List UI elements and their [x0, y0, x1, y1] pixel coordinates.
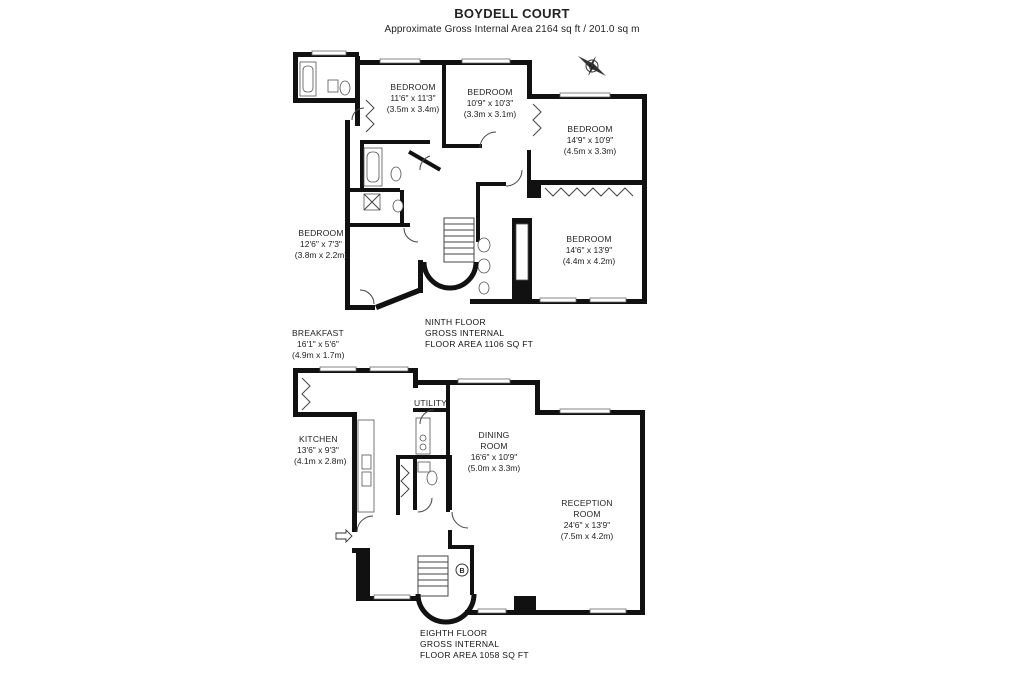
svg-text:(3.5m x 3.4m): (3.5m x 3.4m)	[387, 104, 440, 114]
svg-text:(3.8m x 2.2m): (3.8m x 2.2m)	[295, 250, 348, 260]
svg-text:13'6" x 9'3": 13'6" x 9'3"	[297, 445, 339, 455]
svg-text:BREAKFAST: BREAKFAST	[292, 328, 344, 338]
svg-text:NINTH FLOOR: NINTH FLOOR	[425, 317, 486, 327]
svg-text:16'1" x 5'6": 16'1" x 5'6"	[297, 339, 339, 349]
svg-text:KITCHEN: KITCHEN	[299, 434, 338, 444]
entrance-arrow-icon	[335, 528, 353, 544]
compass-rose-icon: N	[578, 56, 606, 76]
svg-text:12'6" x 7'3": 12'6" x 7'3"	[300, 239, 342, 249]
svg-text:ROOM: ROOM	[573, 509, 600, 519]
svg-text:UTILITY: UTILITY	[414, 398, 447, 408]
ninth-floor-caption: NINTH FLOOR GROSS INTERNAL FLOOR AREA 11…	[425, 317, 533, 349]
svg-text:(7.5m x 4.2m): (7.5m x 4.2m)	[561, 531, 614, 541]
room-label-utility: UTILITY	[414, 398, 447, 408]
svg-text:GROSS INTERNAL: GROSS INTERNAL	[425, 328, 504, 338]
svg-text:14'9" x 10'9": 14'9" x 10'9"	[567, 135, 614, 145]
room-label-dining-room: DINING ROOM 16'6" x 10'9" (5.0m x 3.3m)	[468, 430, 521, 473]
boiler-marker: B	[455, 563, 469, 577]
svg-text:BEDROOM: BEDROOM	[390, 82, 435, 92]
svg-text:(4.5m x 3.3m): (4.5m x 3.3m)	[564, 146, 617, 156]
svg-text:11'6" x 11'3": 11'6" x 11'3"	[390, 93, 435, 103]
svg-text:BEDROOM: BEDROOM	[566, 234, 611, 244]
svg-text:B: B	[459, 568, 464, 575]
room-label-kitchen: KITCHEN 13'6" x 9'3" (4.1m x 2.8m)	[294, 434, 347, 466]
svg-text:14'6" x 13'9": 14'6" x 13'9"	[566, 245, 613, 255]
room-label-bedroom-3: BEDROOM 14'9" x 10'9" (4.5m x 3.3m)	[564, 124, 617, 156]
svg-text:BEDROOM: BEDROOM	[467, 87, 512, 97]
page-subtitle: Approximate Gross Internal Area 2164 sq …	[384, 24, 640, 35]
room-label-bedroom-1: BEDROOM 11'6" x 11'3" (3.5m x 3.4m)	[387, 82, 440, 114]
svg-text:(4.9m x 1.7m): (4.9m x 1.7m)	[292, 350, 345, 360]
svg-text:(3.3m x 3.1m): (3.3m x 3.1m)	[464, 109, 517, 119]
svg-text:(4.4m x 4.2m): (4.4m x 4.2m)	[563, 256, 616, 266]
svg-text:RECEPTION: RECEPTION	[561, 498, 612, 508]
svg-text:FLOOR AREA 1058 SQ FT: FLOOR AREA 1058 SQ FT	[420, 650, 529, 660]
svg-text:DINING: DINING	[479, 430, 510, 440]
svg-text:10'9" x 10'3": 10'9" x 10'3"	[467, 98, 514, 108]
ninth-floor-plan: BEDROOM 11'6" x 11'3" (3.5m x 3.4m) BEDR…	[293, 50, 647, 349]
room-label-bedroom-5: BEDROOM 12'6" x 7'3" (3.8m x 2.2m)	[295, 228, 348, 260]
room-label-breakfast: BREAKFAST 16'1" x 5'6" (4.9m x 1.7m)	[292, 328, 345, 360]
svg-text:BEDROOM: BEDROOM	[567, 124, 612, 134]
svg-text:ROOM: ROOM	[480, 441, 507, 451]
svg-text:24'6" x 13'9": 24'6" x 13'9"	[564, 520, 611, 530]
compass-letter: N	[589, 64, 594, 71]
svg-text:BEDROOM: BEDROOM	[298, 228, 343, 238]
svg-text:(5.0m x 3.3m): (5.0m x 3.3m)	[468, 463, 521, 473]
eighth-floor-caption: EIGHTH FLOOR GROSS INTERNAL FLOOR AREA 1…	[420, 628, 529, 660]
svg-text:GROSS INTERNAL: GROSS INTERNAL	[420, 639, 499, 649]
room-label-reception-room: RECEPTION ROOM 24'6" x 13'9" (7.5m x 4.2…	[561, 498, 614, 541]
room-label-bedroom-2: BEDROOM 10'9" x 10'3" (3.3m x 3.1m)	[464, 87, 517, 119]
page-title: BOYDELL COURT	[454, 6, 570, 21]
room-label-bedroom-4: BEDROOM 14'6" x 13'9" (4.4m x 4.2m)	[563, 234, 616, 266]
svg-text:FLOOR AREA 1106 SQ FT: FLOOR AREA 1106 SQ FT	[425, 339, 533, 349]
svg-text:(4.1m x 2.8m): (4.1m x 2.8m)	[294, 456, 347, 466]
svg-text:EIGHTH FLOOR: EIGHTH FLOOR	[420, 628, 487, 638]
eighth-floor-plan: B BREAKFAST 16'1" x 5'6" (4.9m x 1.7m) K…	[292, 328, 645, 660]
svg-text:16'6" x 10'9": 16'6" x 10'9"	[471, 452, 518, 462]
staircase-icon	[415, 545, 477, 625]
staircase-icon	[421, 217, 479, 291]
